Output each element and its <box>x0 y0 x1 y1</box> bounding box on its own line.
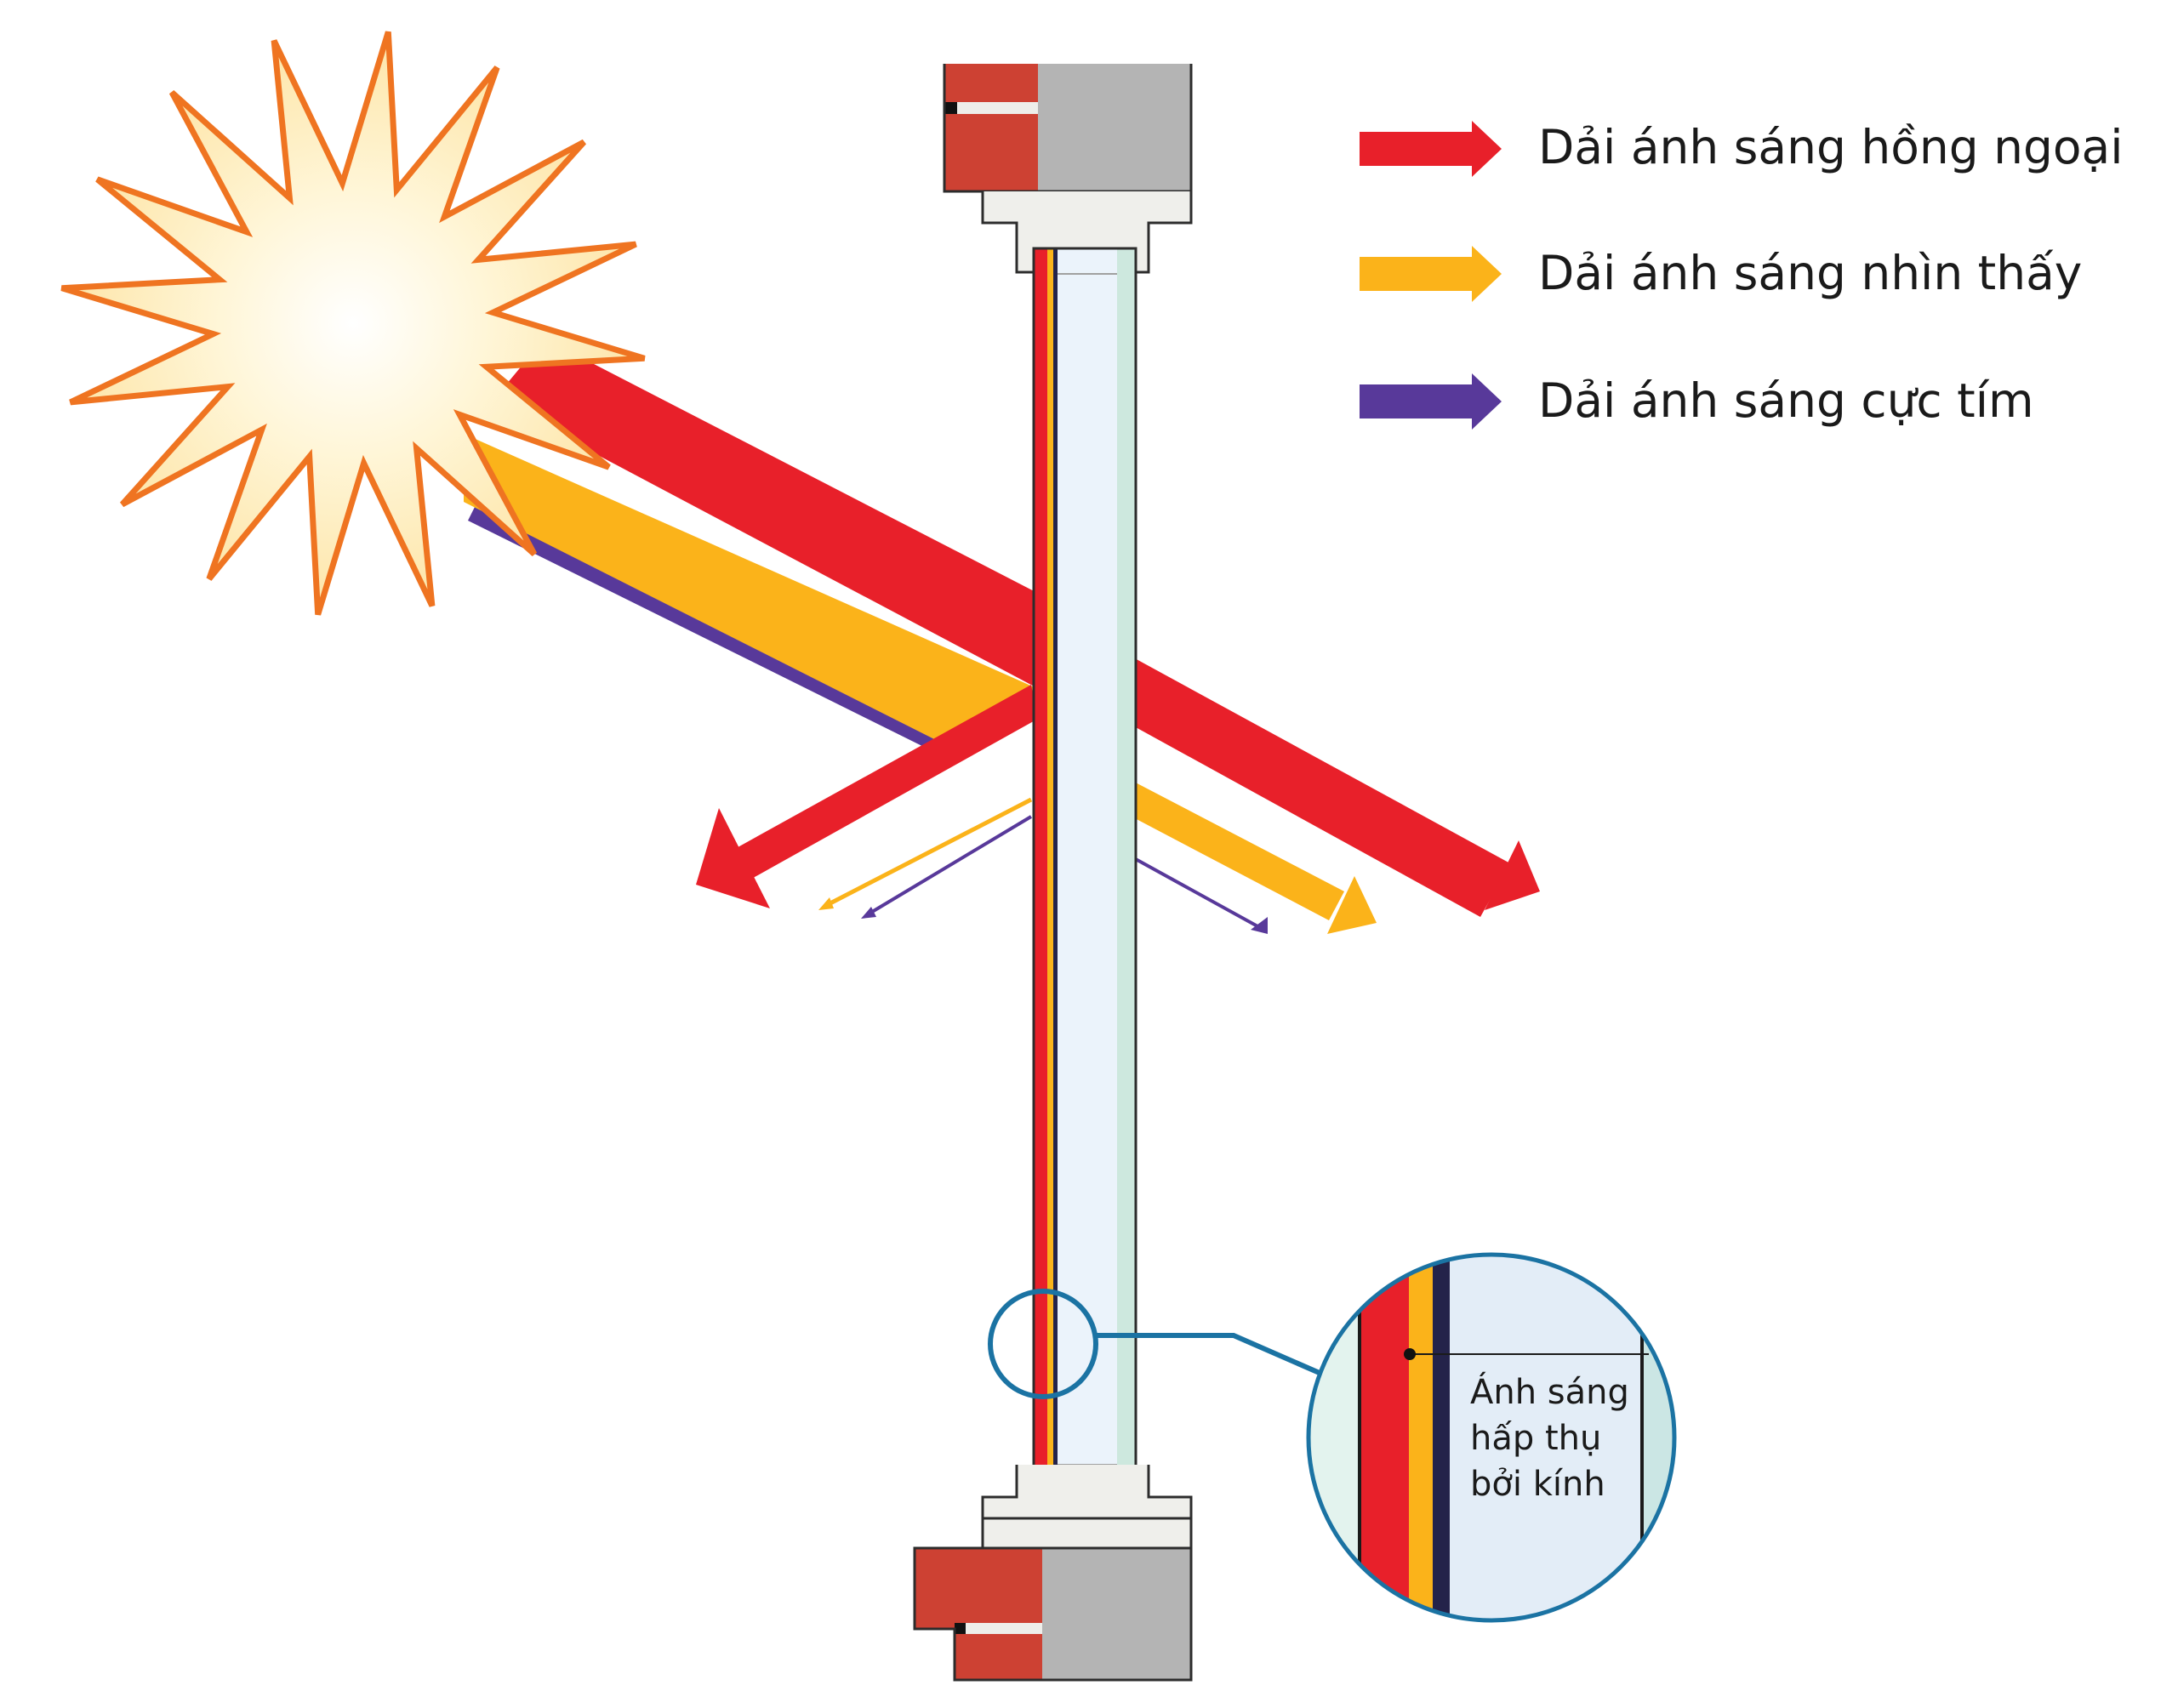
window-frame-top <box>943 64 1193 274</box>
legend-item-visible: Dải ánh sáng nhìn thấy <box>1360 246 2082 302</box>
infrared-transmitted-beam <box>1051 612 1510 917</box>
visible-reflected-ray <box>824 797 1033 908</box>
legend-item-infrared: Dải ánh sáng hồng ngoại <box>1360 120 2124 177</box>
ultraviolet-reflected-arrowhead <box>861 907 876 919</box>
window-frame-bottom <box>913 1465 1193 1682</box>
incoming-beams <box>464 339 1042 757</box>
ultraviolet-incoming-beam <box>468 504 953 757</box>
callout-label-line3: bởi kính <box>1470 1465 1605 1504</box>
legend-label-infrared: Dải ánh sáng hồng ngoại <box>1538 120 2124 174</box>
visible-incoming-beam <box>464 434 1042 744</box>
zoom-marker-circle <box>988 1289 1098 1399</box>
visible-arrow-icon <box>1360 246 1502 302</box>
legend-label-visible: Dải ánh sáng nhìn thấy <box>1538 246 2082 300</box>
ultraviolet-arrow-icon <box>1360 373 1502 430</box>
visible-reflected-arrowhead <box>818 897 834 910</box>
legend-item-ultraviolet: Dải ánh sáng cực tím <box>1360 373 2034 430</box>
legend-label-ultraviolet: Dải ánh sáng cực tím <box>1538 373 2034 428</box>
reflected-beams <box>696 685 1038 919</box>
glass-pane <box>1032 247 1137 1494</box>
infrared-transmitted-arrowhead <box>1485 840 1540 910</box>
callout-label-line1: Ánh sáng <box>1470 1371 1629 1412</box>
sun-icon <box>60 31 646 616</box>
callout-label-line2: hấp thụ <box>1470 1419 1601 1458</box>
visible-transmitted-arrowhead <box>1327 876 1377 934</box>
infrared-arrow-icon <box>1360 121 1502 177</box>
ultraviolet-transmitted-arrowhead <box>1251 917 1268 934</box>
infrared-reflected-arrowhead <box>696 808 770 908</box>
ultraviolet-reflected-ray <box>866 815 1033 916</box>
zoom-connector-line <box>1096 1333 1329 1379</box>
zoom-circle <box>1306 1252 1677 1623</box>
infrared-incoming-beam <box>493 339 1042 691</box>
infrared-reflected-beam <box>732 685 1038 880</box>
legend: Dải ánh sáng hồng ngoại Dải ánh sáng nhì… <box>1360 120 2124 430</box>
